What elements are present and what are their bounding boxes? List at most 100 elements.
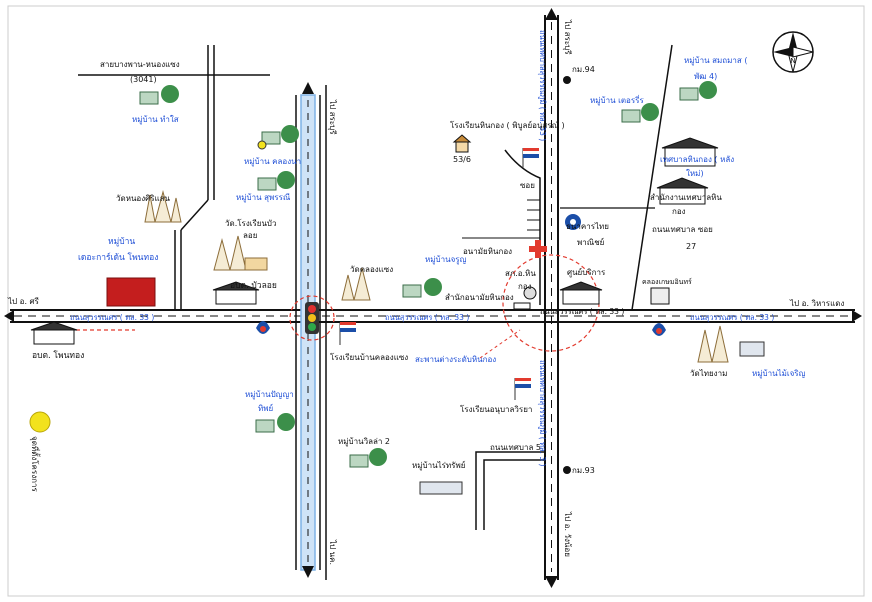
direction-south-left-label: ไป นค. bbox=[328, 539, 337, 565]
school-hinkong-label: โรงเรียนหินกอง ( พิบูลย์อนุสรณ์ ) bbox=[450, 120, 565, 131]
south-road-label: ถนนเทศบาลสุวรรณภูมิ ( ทล. 3 ) bbox=[538, 360, 547, 466]
project-site bbox=[106, 277, 156, 307]
village-villa-label: หมู่บ้านวิลล่า 2 bbox=[338, 437, 390, 447]
village-villa-icon bbox=[349, 448, 387, 468]
temple-nongsirisaen-label: วัดหนองศิริแสน bbox=[116, 194, 171, 203]
compass-icon: N bbox=[772, 31, 814, 73]
right-north-south-road bbox=[544, 8, 559, 588]
kasem-building-icon bbox=[650, 287, 670, 305]
office-bualoy-icon bbox=[212, 281, 260, 305]
old-municipal-office-icon bbox=[656, 177, 709, 205]
village-suphanni-icon bbox=[257, 171, 295, 191]
top-left-road bbox=[78, 45, 270, 310]
village-garden-label-2: เดอะการ์เด้น โพนทอง bbox=[78, 252, 158, 263]
health-center-icon bbox=[529, 240, 547, 258]
village-raisap-icon bbox=[419, 481, 463, 495]
office-phonthong-label: อบต. โพนทอง bbox=[32, 350, 84, 361]
fuel-station-label: สำนักอนามัยหินกอง bbox=[445, 293, 514, 302]
km93-label: กม.93 bbox=[572, 466, 595, 475]
legend-sun-label: จุดที่ตั้งโครงการ bbox=[30, 436, 41, 492]
road-33-center-label: ถนนสุวรรณศร ( ทล. 33 ) bbox=[540, 307, 624, 316]
village-panya-label-2: ทิพย์ bbox=[258, 403, 273, 413]
compass-north-label: N bbox=[790, 57, 795, 65]
north-road-label: ถนนเทศบาลสุวรรณภูมิ ( ทล. 33 ) bbox=[538, 30, 547, 141]
village-klongna-label: หมู่บ้าน คลองนา bbox=[244, 157, 301, 167]
km93-marker-icon bbox=[563, 466, 571, 474]
km94-marker-icon bbox=[563, 76, 571, 84]
temple-bualoy-icon bbox=[213, 235, 268, 271]
main-road-33 bbox=[4, 309, 862, 323]
village-thasai-label: หมู่บ้าน ทำใส bbox=[132, 115, 179, 125]
village-maicharoen-label: หมู่บ้านไม้เจริญ bbox=[752, 369, 806, 379]
map-frame bbox=[7, 5, 865, 597]
village-terry-label: หมู่บ้าน เตอรรี่ร bbox=[590, 94, 644, 106]
village-suphanni-label: หมู่บ้าน สุพรรณี bbox=[236, 193, 291, 203]
top-left-road-code: (3041) bbox=[130, 75, 157, 84]
flag-school-anuban-icon bbox=[514, 378, 531, 400]
village-jaroon-label: หมู่บ้านจรูญ bbox=[425, 255, 467, 265]
flag-school-hinkong-icon bbox=[522, 148, 539, 168]
market-building-icon bbox=[559, 281, 603, 305]
service-center-label: ศูนย์บริการ bbox=[567, 267, 606, 278]
village-somthom-label: หมู่บ้าน สมถมาส ( bbox=[684, 56, 747, 66]
sun-icon bbox=[29, 411, 51, 433]
police-building-icon bbox=[523, 286, 537, 300]
direction-north-left-label: ไป สระบุรี bbox=[328, 99, 337, 135]
village-klongna-icon bbox=[257, 125, 299, 150]
north-arrow-right-icon bbox=[545, 8, 558, 20]
west-arrow-icon bbox=[4, 310, 14, 322]
direction-west-label: ไป อ. ศรี bbox=[7, 297, 40, 306]
bank-label-1: ธนาคารไทย bbox=[566, 222, 609, 231]
bank-label-2: พาณิชย์ bbox=[577, 237, 604, 247]
school-klongsaeng-label: โรงเรียนบ้านคลองแซง bbox=[330, 352, 408, 362]
temple-bualoy-label-2: ลอย bbox=[243, 231, 257, 240]
top-left-road-label: สายบางพาน-หนองแซง bbox=[100, 60, 180, 69]
bank-icon bbox=[565, 214, 581, 230]
km94-label: กม.94 bbox=[572, 65, 595, 74]
village-panya-icon bbox=[255, 413, 295, 433]
soi-branch bbox=[462, 149, 541, 305]
house-536-icon bbox=[452, 134, 472, 153]
village-terry-icon bbox=[621, 103, 659, 123]
health-center-label: อนามัยหินกอง bbox=[463, 247, 512, 256]
junction-soi-label: ถนนเทศบาล ซอย bbox=[652, 225, 713, 234]
old-office-label-1: สำนักงานเทศบาลหิน bbox=[650, 193, 722, 202]
road-33-west-label: ถนนสุวรรณศร ( ทล. 33 ) bbox=[70, 313, 154, 322]
south-arrow-right-icon bbox=[545, 576, 558, 588]
new-office-label-2: ใหม่) bbox=[686, 169, 704, 178]
temple-nongsirisaen-icon bbox=[144, 190, 182, 223]
road-33-mid-label: ถนนสุวรรณศร ( ทล. 33 ) bbox=[385, 313, 469, 322]
house-number-label: 53/6 bbox=[453, 155, 471, 164]
temple-bualoy-label-1: วัด.โรงเรียนบัว bbox=[225, 218, 277, 228]
junction-num-label: 27 bbox=[686, 242, 696, 251]
flag-school-klongsaeng-icon bbox=[339, 322, 356, 345]
traffic-light-icon bbox=[305, 302, 319, 334]
north-arrow-left-icon bbox=[302, 82, 314, 94]
new-municipal-office-icon bbox=[661, 137, 719, 167]
fuel-station-west-icon bbox=[256, 321, 270, 334]
school-anuban-label: โรงเรียนอนุบาลวิรยา bbox=[460, 404, 532, 414]
village-raisap-label: หมู่บ้านไร่ทรัพย์ bbox=[412, 460, 465, 471]
direction-north-right-label: ไป สระบุรี bbox=[563, 19, 572, 55]
old-office-label-2: กอง bbox=[672, 207, 686, 216]
direction-east-label: ไป อ. วิหารแดง bbox=[789, 299, 844, 308]
new-office-label-1: เทศบาลหินกอง ( หลัง bbox=[660, 155, 734, 164]
village-jaroon-icon bbox=[402, 278, 442, 298]
soi-label: ซอย bbox=[520, 181, 535, 190]
temple-thaingam-icon bbox=[697, 325, 729, 363]
village-thasai-icon bbox=[139, 85, 179, 105]
municipal-road-5-label: ถนนเทศบาล 5 bbox=[490, 443, 541, 452]
police-label-1: สภ.อ.หิน bbox=[505, 269, 536, 278]
fuel-station-east-icon bbox=[652, 323, 666, 336]
village-garden-label-1: หมู่บ้าน bbox=[108, 236, 135, 247]
village-somthom-icon bbox=[679, 81, 717, 101]
road-33-east-label: ถนนสุวรรณศร ( ทล. 33 ) bbox=[690, 313, 774, 322]
temple-thaingam-label: วัดไทยงาม bbox=[690, 369, 727, 378]
northeast-road bbox=[631, 44, 673, 311]
east-arrow-icon bbox=[852, 310, 862, 322]
direction-south-right-label: ไป อ. วังน้อย bbox=[563, 511, 572, 557]
police-label-2: กอง bbox=[518, 282, 532, 291]
rail-bridge-icon bbox=[513, 302, 531, 310]
village-panya-label-1: หมู่บ้านปัญญา bbox=[245, 390, 294, 400]
